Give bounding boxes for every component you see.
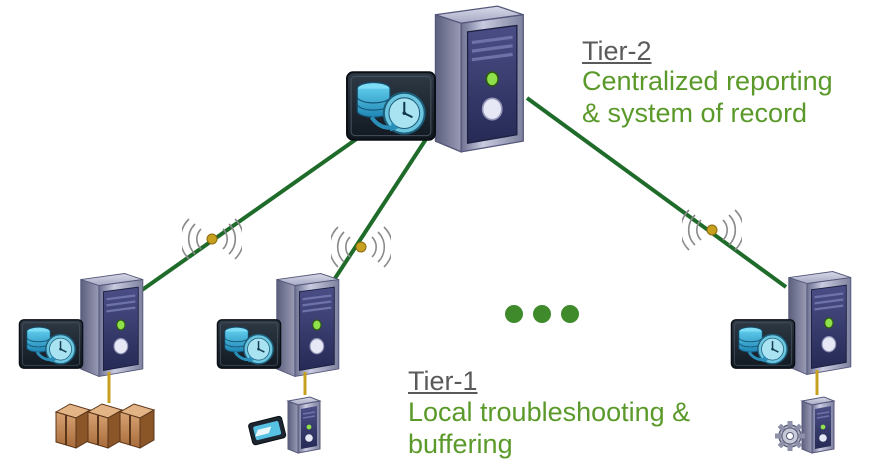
link-node-dot xyxy=(206,233,218,245)
link-tier2-to-node2 xyxy=(328,131,432,288)
database-clock-icon xyxy=(216,318,282,370)
tier2-server xyxy=(347,6,523,152)
tier1-node-2 xyxy=(216,272,341,395)
tier1-description-line2: buffering xyxy=(408,429,513,459)
link-tier2-to-node3 xyxy=(525,96,788,289)
network-links xyxy=(140,96,788,292)
ellipsis-dots-icon xyxy=(505,305,579,323)
database-clock-icon xyxy=(18,318,84,370)
database-clock-icon xyxy=(347,72,435,139)
tier2-description-line1: Centralized reporting xyxy=(582,66,833,96)
card-reader-server-icon xyxy=(248,396,321,454)
tier1-node-1 xyxy=(18,272,145,403)
server-tower-icon xyxy=(275,272,341,378)
tier1-description-line1: Local troubleshooting & xyxy=(408,397,691,427)
wireless-signal-icon xyxy=(182,209,742,268)
server-tower-icon xyxy=(787,270,853,376)
tier1-node-3 xyxy=(730,270,853,395)
tier1-heading: Tier-1 xyxy=(408,366,478,396)
tier2-heading: Tier-2 xyxy=(582,36,652,66)
link-tier2-to-node1 xyxy=(140,131,367,292)
server-tower-icon xyxy=(79,272,145,378)
server-tower-icon xyxy=(435,6,523,152)
gear-server-icon xyxy=(775,396,835,454)
link-node-dot xyxy=(706,224,718,236)
link-node-dot xyxy=(355,241,367,253)
package-boxes-icon xyxy=(54,403,156,449)
tier2-description-line2: & system of record xyxy=(582,98,808,128)
database-clock-icon xyxy=(730,318,796,370)
